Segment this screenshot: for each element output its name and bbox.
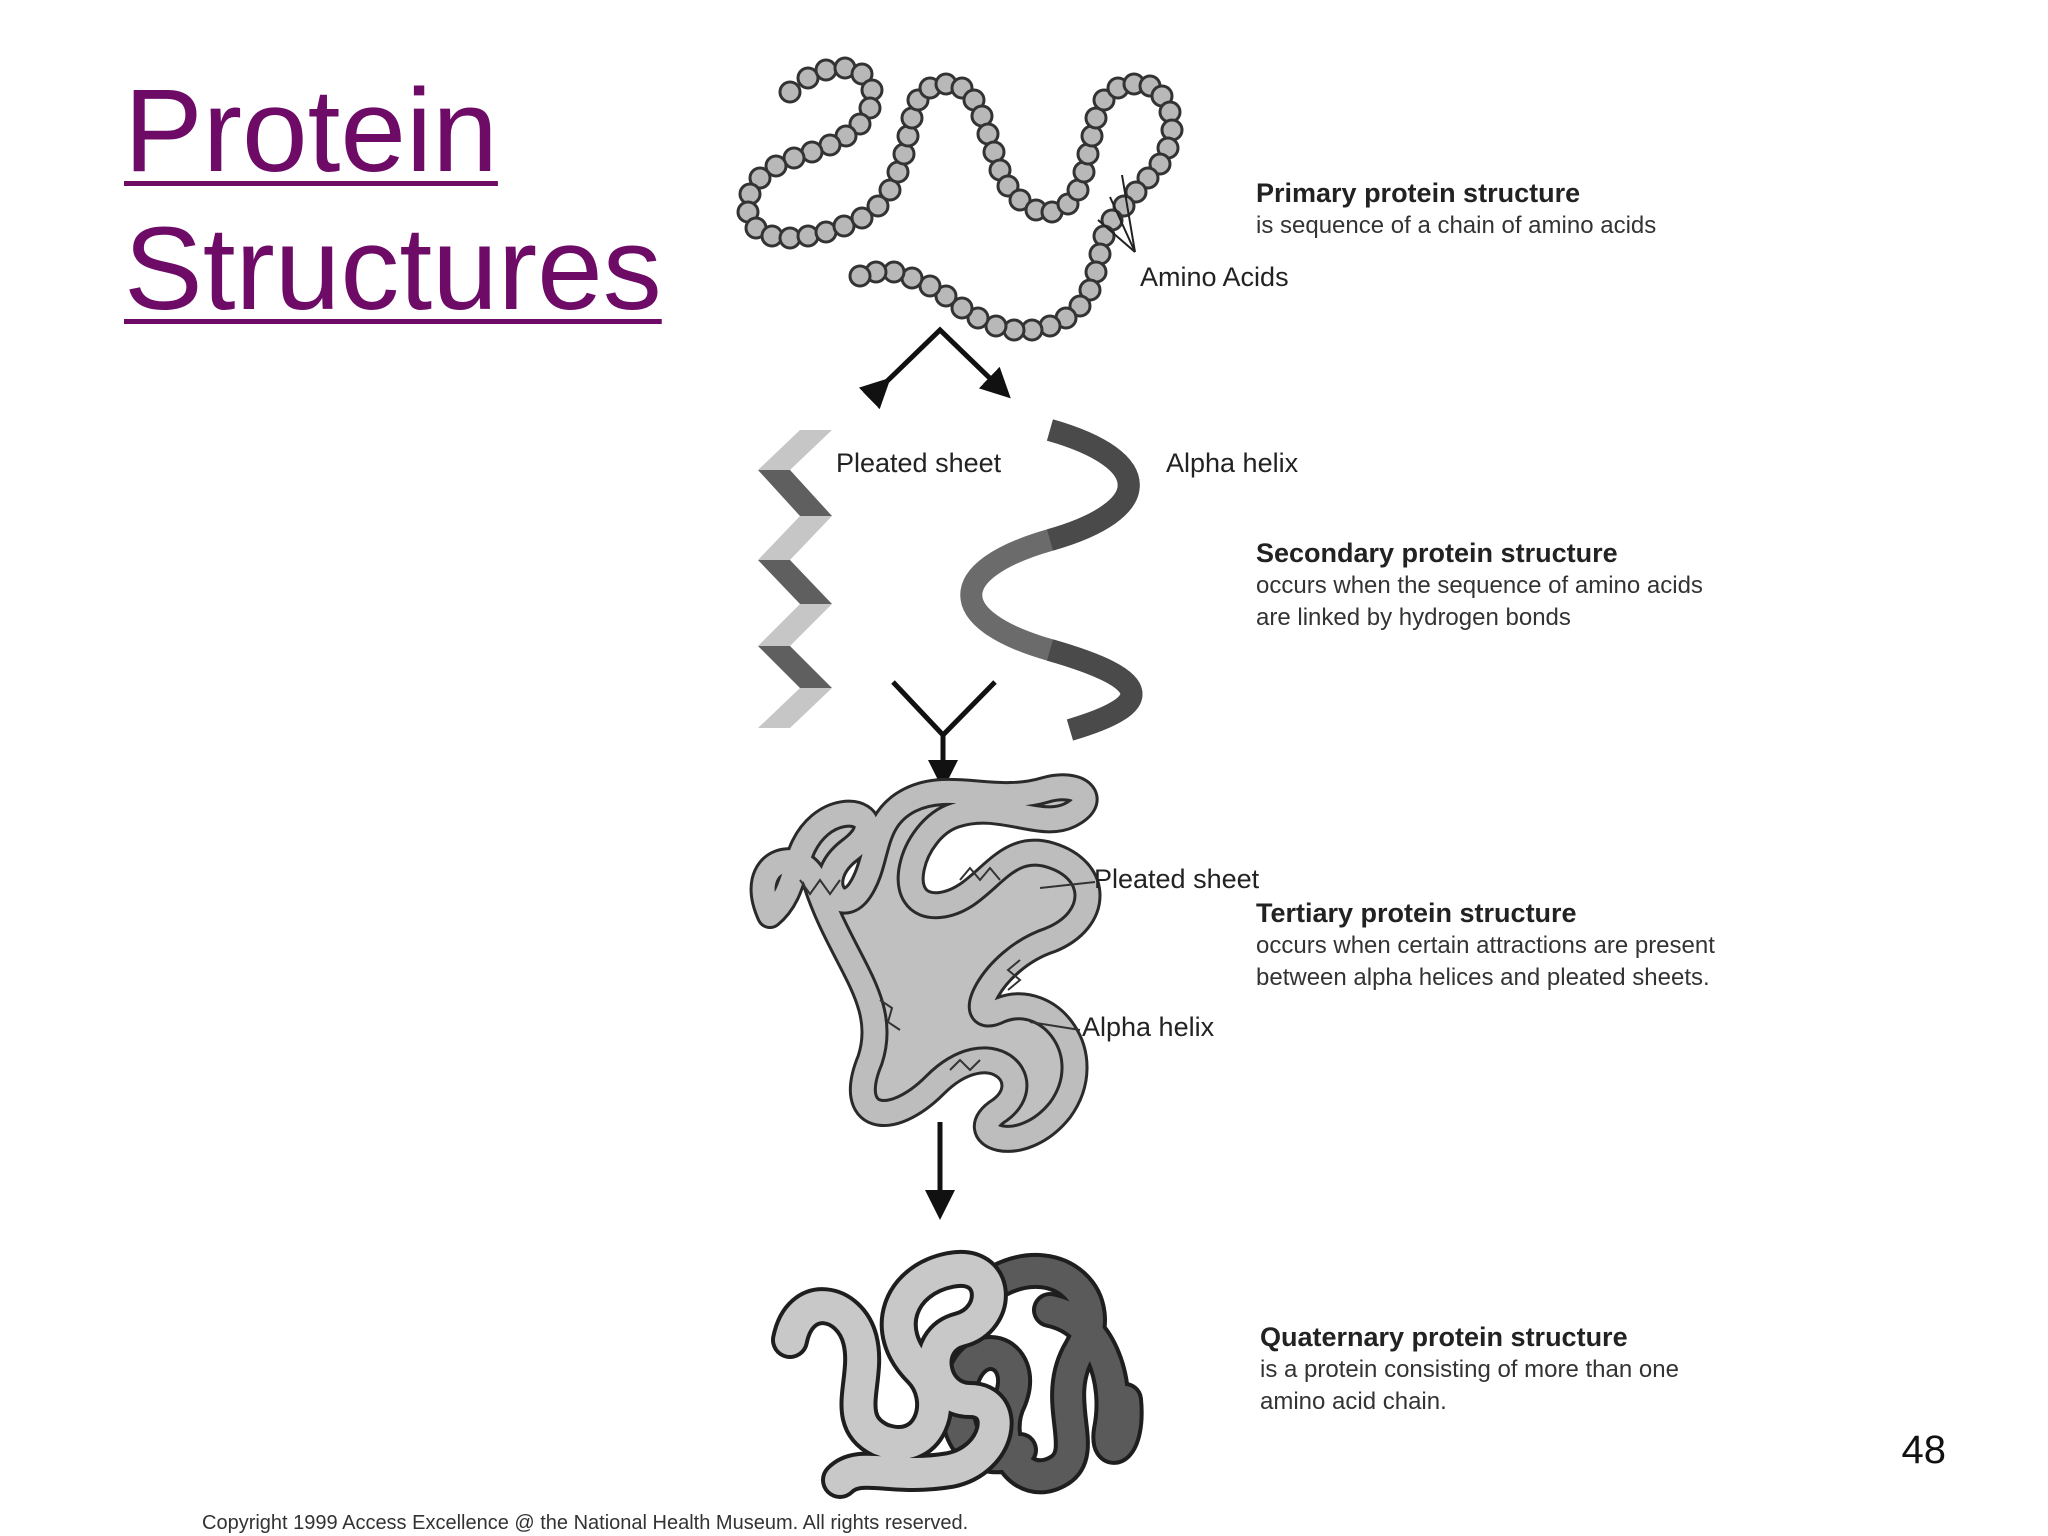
amino-acid-bead [814, 58, 838, 82]
primary-text: is sequence of a chain of amino acids [1256, 212, 1657, 239]
pleated-sheet-label: Pleated sheet [836, 448, 1002, 478]
amino-acid-bead [1008, 188, 1032, 212]
split-arrow [858, 326, 1011, 410]
secondary-heading: Secondary protein structure [1256, 538, 1618, 568]
alpha-helix-label: Alpha helix [1166, 448, 1299, 478]
amino-acid-bead [748, 166, 772, 190]
amino-acid-bead [866, 194, 890, 218]
title-line-1: Protein [124, 65, 498, 197]
page-number: 48 [1901, 1428, 1947, 1472]
tertiary-alpha-helix-label: Alpha helix [1082, 1012, 1215, 1042]
slide-title: Protein Structures [124, 62, 662, 338]
quaternary-line-2: amino acid chain. [1260, 1388, 1447, 1415]
amino-acid-bead [848, 264, 872, 288]
amino-acid-bead [1078, 278, 1102, 302]
amino-acid-bead [764, 154, 788, 178]
tertiary-line-1: occurs when certain attractions are pres… [1256, 932, 1715, 959]
tertiary-description: Tertiary protein structure occurs when c… [1256, 896, 1715, 994]
amino-acid-chain [736, 56, 1184, 342]
amino-acid-bead [934, 284, 958, 308]
amino-acid-bead [950, 296, 974, 320]
quaternary-description: Quaternary protein structure is a protei… [1260, 1320, 1679, 1418]
quaternary-heading: Quaternary protein structure [1260, 1322, 1628, 1352]
title-line-2: Structures [124, 203, 662, 335]
amino-acids-label: Amino Acids [1140, 262, 1289, 292]
quaternary-chains [771, 1249, 1144, 1499]
primary-description: Primary protein structure is sequence of… [1256, 176, 1656, 242]
amino-acid-bead [966, 306, 990, 330]
tertiary-heading: Tertiary protein structure [1256, 898, 1577, 928]
pleated-sheet-shape [758, 430, 832, 728]
alpha-helix-shape [960, 419, 1143, 741]
amino-acid-bead [850, 206, 874, 230]
amino-acid-bead [858, 96, 882, 120]
tertiary-pleated-sheet-label: Pleated sheet [1094, 864, 1260, 894]
amino-acid-bead [778, 80, 802, 104]
copyright-notice: Copyright 1999 Access Excellence @ the N… [202, 1512, 969, 1534]
secondary-description: Secondary protein structure occurs when … [1256, 536, 1703, 634]
primary-heading: Primary protein structure [1256, 178, 1581, 208]
tertiary-folded-ribbon [749, 773, 1102, 1153]
amino-acid-pointer-lines [1097, 174, 1136, 253]
merge-arrow [891, 680, 997, 790]
secondary-line-1: occurs when the sequence of amino acids [1256, 572, 1703, 599]
quaternary-line-1: is a protein consisting of more than one [1260, 1356, 1679, 1383]
tertiary-line-2: between alpha helices and pleated sheets… [1256, 964, 1710, 991]
secondary-line-2: are linked by hydrogen bonds [1256, 604, 1571, 631]
amino-acid-bead [850, 62, 874, 86]
